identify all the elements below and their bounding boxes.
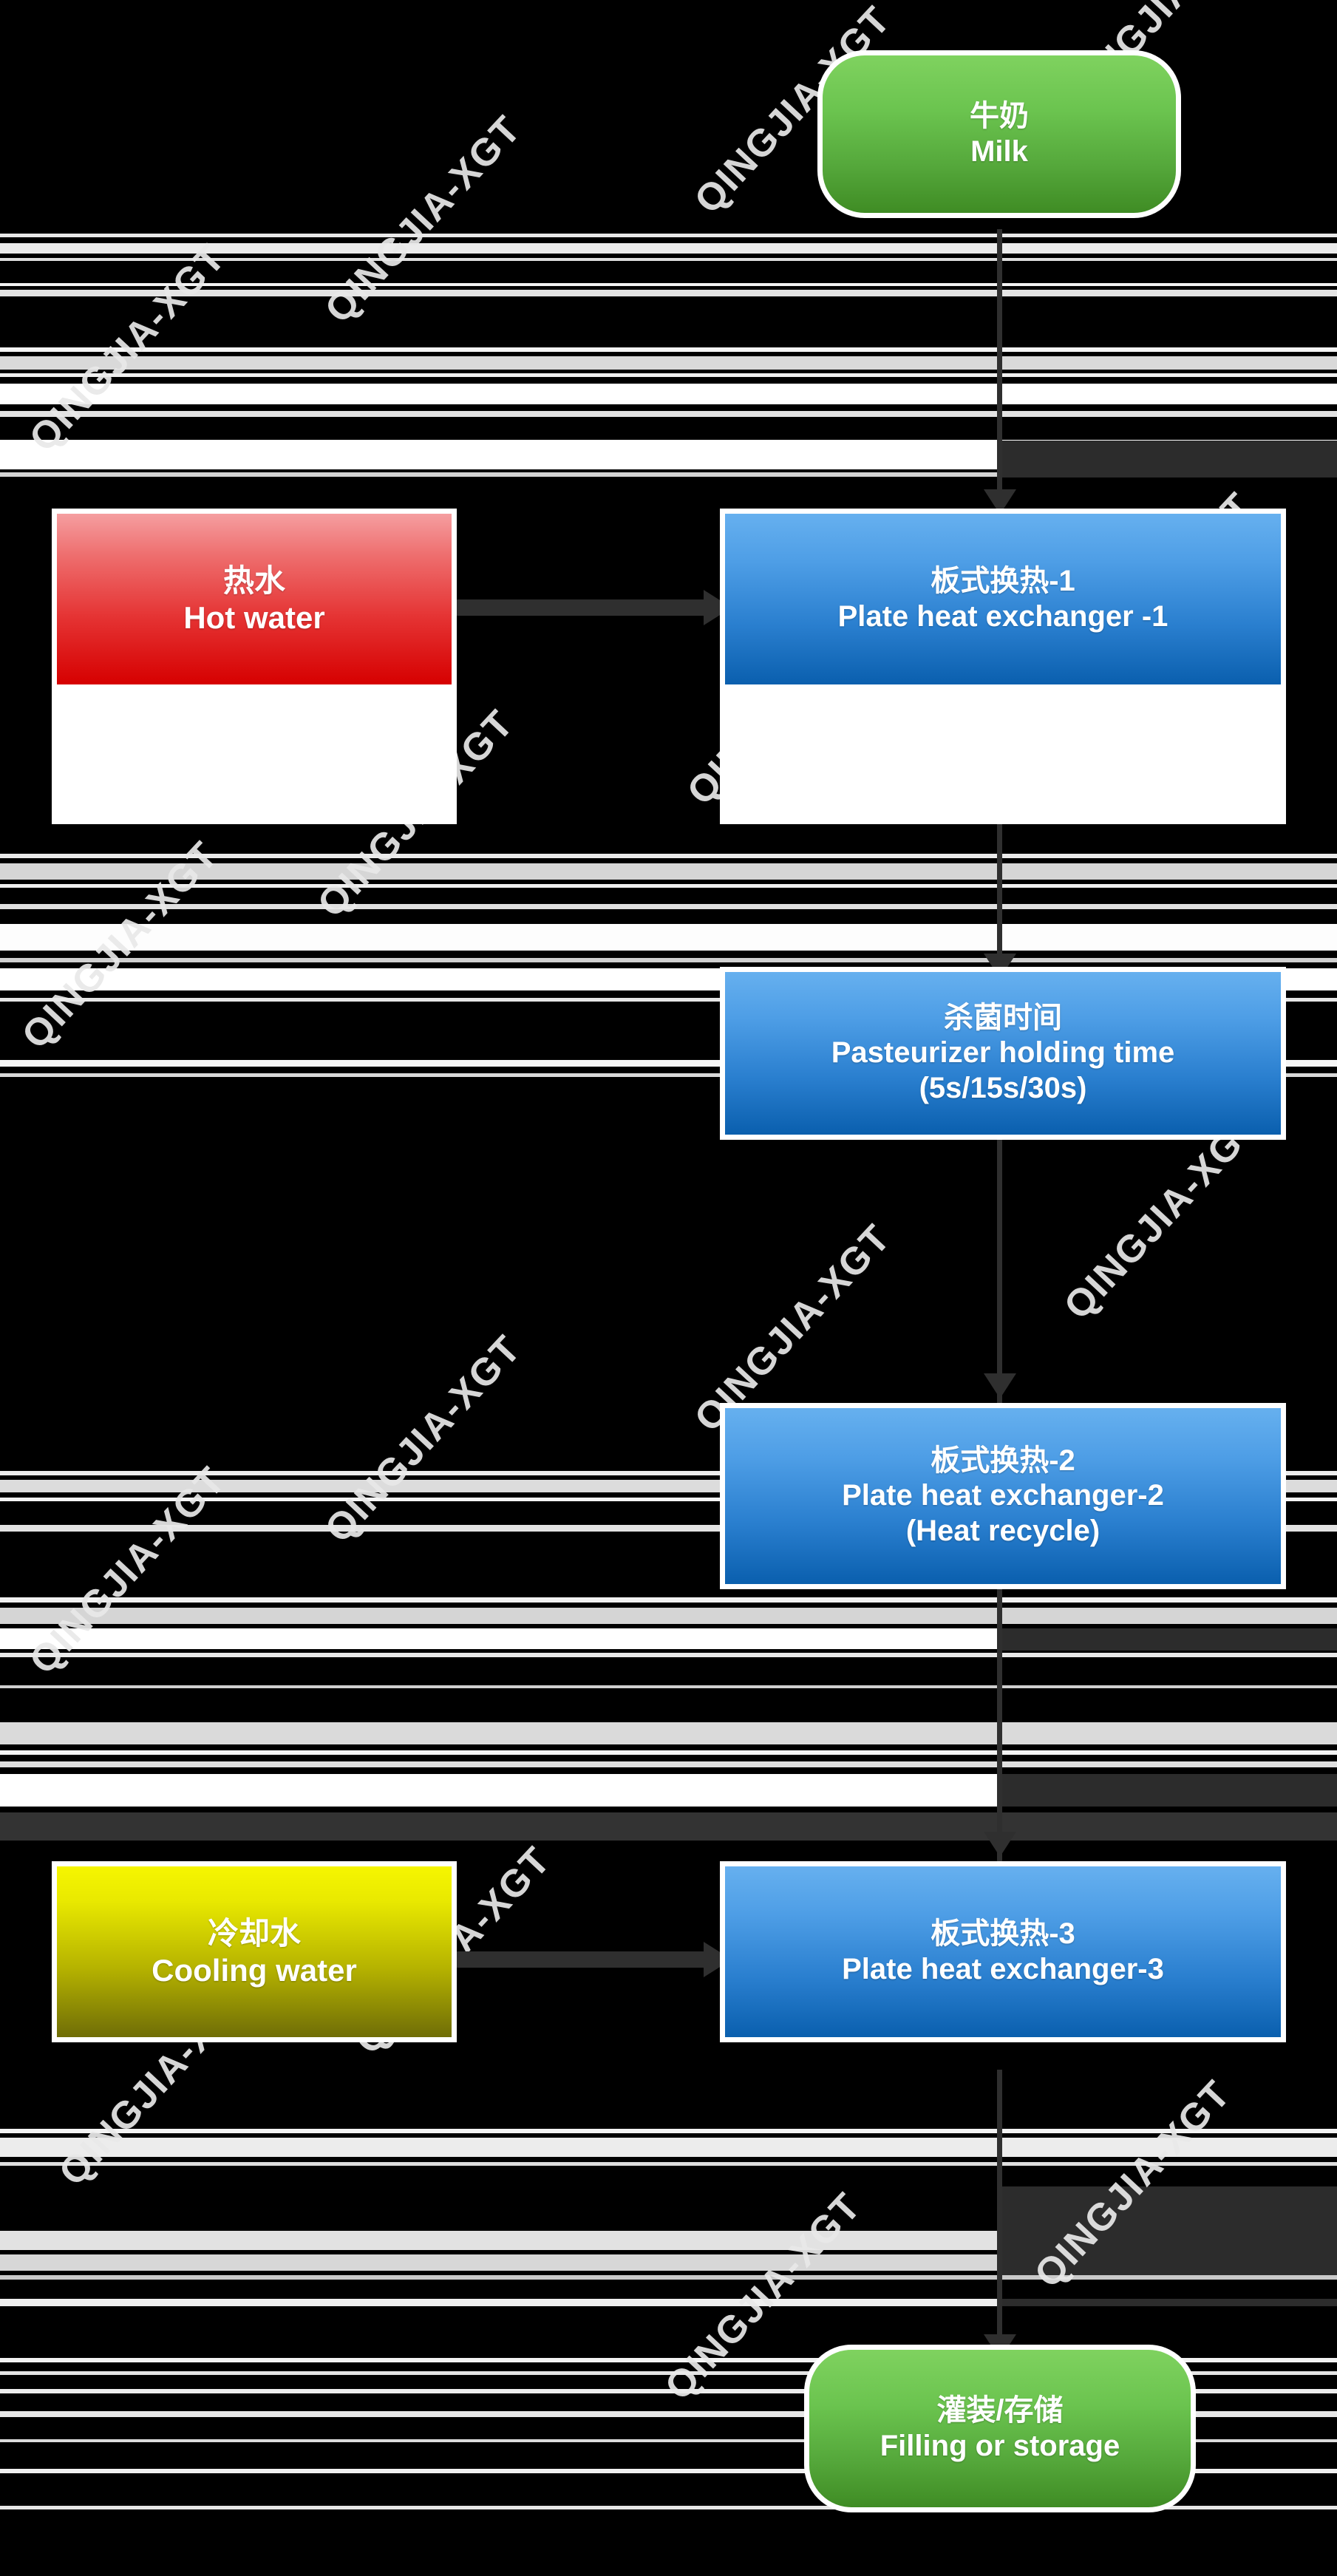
scanline-band (0, 472, 1337, 477)
scanline-band (999, 2299, 1337, 2306)
node-cooling-water-label-zh: 冷却水 (207, 1915, 301, 1951)
node-plate-heat-exchanger-1[interactable]: 板式换热-1 Plate heat exchanger -1 (720, 509, 1286, 690)
node-pasteurizer-label-zh: 杀菌时间 (944, 1002, 1062, 1035)
scanline-band (999, 441, 1337, 478)
scanline-band (0, 411, 1337, 417)
scanline-band (0, 1608, 1337, 1624)
edge-phe2-to-phe3-line (997, 1588, 1002, 1869)
scanline-band (0, 384, 1337, 404)
node-plate-heat-exchanger-3[interactable]: 板式换热-3 Plate heat exchanger-3 (720, 1861, 1286, 2042)
scanline-band (0, 347, 1337, 352)
edge-hotwater-to-phe1-line (457, 599, 717, 616)
node-hot-water-label-zh: 热水 (222, 563, 285, 598)
node-phe1-label-zh: 板式换热-1 (931, 565, 1075, 598)
edge-phe2-to-phe3-arrowhead (984, 1832, 1016, 1857)
edge-phe3-to-filling-line (997, 2070, 1002, 2371)
scanline-band (0, 2275, 1337, 2280)
scanline-band (0, 2299, 1337, 2306)
scanline-band (0, 1628, 1337, 1649)
node-filling-label-zh: 灌装/存储 (936, 2394, 1064, 2427)
edge-coolingwater-to-phe3-line (457, 1951, 717, 1968)
node-phe2-label-detail: (Heat recycle) (905, 1514, 1100, 1547)
node-phe1-label-en: Plate heat exchanger -1 (837, 599, 1168, 633)
scanline-band (0, 1685, 1337, 1688)
scanline-band (0, 2231, 1337, 2250)
watermark: QINGJIA-XGT (13, 833, 227, 1058)
scanline-band (0, 1812, 1337, 1841)
node-hot-water[interactable]: 热水 Hot water (52, 509, 457, 690)
node-phe2-label-zh: 板式换热-2 (931, 1444, 1075, 1478)
scanline-band (0, 1597, 1337, 1603)
node-cooling-water-label-en: Cooling water (152, 1952, 357, 1988)
watermark: QINGJIA-XGT (316, 107, 530, 332)
scanline-band (0, 440, 1337, 469)
edge-pasteurizer-to-phe2-arrowhead (984, 1373, 1016, 1399)
node-milk-label-zh: 牛奶 (970, 100, 1029, 133)
scanline-band (0, 904, 1337, 909)
node-milk[interactable]: 牛奶 Milk (817, 50, 1181, 218)
scanline-band (0, 1750, 1337, 1755)
node-cooling-water[interactable]: 冷却水 Cooling water (52, 1861, 457, 2042)
scanline-band (0, 2129, 1337, 2133)
node-hot-water-label-en: Hot water (183, 599, 325, 635)
watermark: QINGJIA-XGT (1026, 2072, 1239, 2297)
scanline-band (0, 924, 1337, 951)
scanline-band (0, 356, 1337, 370)
scanline-band (0, 958, 1337, 962)
scanline-band (999, 1628, 1337, 1651)
edge-pasteurizer-to-phe2-line (997, 1138, 1002, 1404)
scanline-band (0, 1722, 1337, 1744)
scanline-band (0, 1774, 1337, 1807)
node-filling-or-storage[interactable]: 灌装/存储 Filling or storage (804, 2345, 1196, 2512)
node-pasteurizer-label-detail: (5s/15s/30s) (919, 1071, 1087, 1104)
watermark: QINGJIA-XGT (21, 236, 234, 461)
node-phe3-label-zh: 板式换热-3 (931, 1917, 1075, 1951)
scanline-band (0, 373, 1337, 377)
scanline-band (0, 1653, 1337, 1657)
watermark: QINGJIA-XGT (21, 1458, 234, 1683)
node-phe2-label-en: Plate heat exchanger-2 (842, 1479, 1164, 1512)
scanline-band (0, 1761, 1337, 1767)
node-phe3-label-en: Plate heat exchanger-3 (842, 1952, 1164, 1985)
node-milk-label-en: Milk (970, 135, 1028, 168)
watermark: QINGJIA-XGT (316, 1327, 530, 1552)
node-plate-heat-exchanger-2[interactable]: 板式换热-2 Plate heat exchanger-2 (Heat recy… (720, 1403, 1286, 1589)
edge-milk-to-phe1-line (997, 229, 1002, 503)
edge-phe1-to-pasteurizer-line (997, 687, 1002, 968)
scanline-band (999, 1774, 1337, 1807)
node-pasteurizer-label-en: Pasteurizer holding time (831, 1036, 1175, 1070)
watermark: QINGJIA-XGT (309, 701, 523, 926)
node-filling-label-en: Filling or storage (880, 2429, 1120, 2462)
scanline-band (0, 2254, 1337, 2271)
node-pasteurizer-holding-time[interactable]: 杀菌时间 Pasteurizer holding time (5s/15s/30… (720, 967, 1286, 1140)
